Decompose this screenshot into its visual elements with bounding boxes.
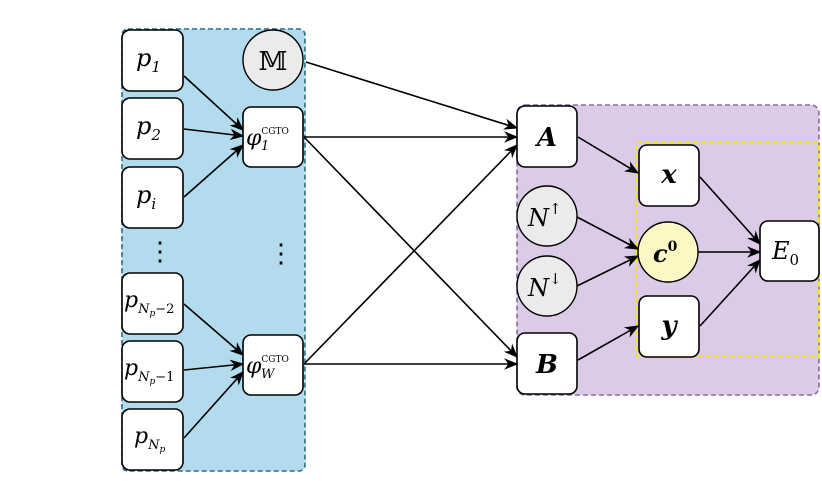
node-x: x bbox=[638, 144, 700, 207]
svg-text:N↓: N↓ bbox=[527, 270, 562, 302]
svg-text:E0: E0 bbox=[771, 237, 799, 269]
svg-text:pNp−1: pNp−1 bbox=[124, 356, 174, 387]
edge-pi-phi1 bbox=[183, 144, 245, 198]
edge-pNp1-phiW bbox=[183, 359, 245, 372]
phi-vertical-ellipsis: ⋮ bbox=[268, 239, 294, 269]
node-c0: c0 bbox=[637, 221, 699, 283]
edge-phi1-B bbox=[303, 136, 519, 359]
edge-Nup-c0 bbox=[576, 216, 640, 250]
node-pNp-minus-1: pNp−1 bbox=[121, 340, 184, 403]
node-pNp: pNp bbox=[121, 408, 184, 471]
node-B: B bbox=[516, 332, 578, 395]
edge-Ndown-c0 bbox=[576, 255, 640, 287]
node-N-up: N↑ bbox=[516, 185, 578, 247]
edge-p1-phi1 bbox=[183, 75, 245, 131]
node-M: 𝕄 bbox=[242, 29, 304, 91]
svg-text:𝕄: 𝕄 bbox=[259, 47, 288, 77]
node-y: y bbox=[638, 295, 700, 358]
edge-pNp-phiW bbox=[183, 370, 244, 439]
svg-text:W: W bbox=[261, 367, 276, 382]
edge-x-E0 bbox=[699, 176, 761, 246]
edge-phiW-A bbox=[303, 143, 519, 365]
node-p2: p2 bbox=[121, 97, 184, 160]
edge-p2-phi1 bbox=[183, 128, 245, 141]
node-A: A bbox=[516, 105, 578, 168]
svg-text:p2: p2 bbox=[136, 112, 161, 144]
svg-text:y: y bbox=[660, 311, 678, 341]
node-phi1: φCGTO 1 bbox=[242, 106, 304, 168]
left-vertical-ellipsis: ⋮ bbox=[147, 237, 173, 267]
svg-text:φCGTO: φCGTO bbox=[246, 354, 289, 379]
edge-M-A bbox=[305, 61, 519, 130]
node-p1: p1 bbox=[121, 29, 184, 92]
edge-A-x bbox=[577, 136, 640, 174]
node-pi: pi bbox=[121, 166, 184, 229]
svg-text:φCGTO: φCGTO bbox=[246, 126, 289, 151]
edge-y-E0 bbox=[699, 258, 761, 327]
svg-text:x: x bbox=[660, 160, 677, 190]
edge-pNp2-phiW bbox=[183, 303, 245, 356]
node-phiW: φCGTO W bbox=[242, 334, 304, 396]
svg-text:1: 1 bbox=[261, 139, 269, 154]
node-pNp-minus-2: pNp−2 bbox=[121, 272, 184, 335]
svg-text:p1: p1 bbox=[136, 44, 161, 76]
svg-text:B: B bbox=[535, 350, 558, 380]
node-E0: E0 bbox=[759, 220, 820, 282]
node-N-down: N↓ bbox=[516, 255, 578, 317]
svg-text:pi: pi bbox=[136, 181, 156, 213]
svg-text:pNp: pNp bbox=[134, 424, 165, 455]
svg-text:c0: c0 bbox=[653, 239, 678, 268]
svg-text:pNp−2: pNp−2 bbox=[124, 288, 174, 319]
edge-B-y bbox=[577, 325, 640, 361]
svg-text:A: A bbox=[534, 123, 557, 153]
edges bbox=[183, 61, 762, 439]
svg-text:N↑: N↑ bbox=[527, 200, 562, 232]
